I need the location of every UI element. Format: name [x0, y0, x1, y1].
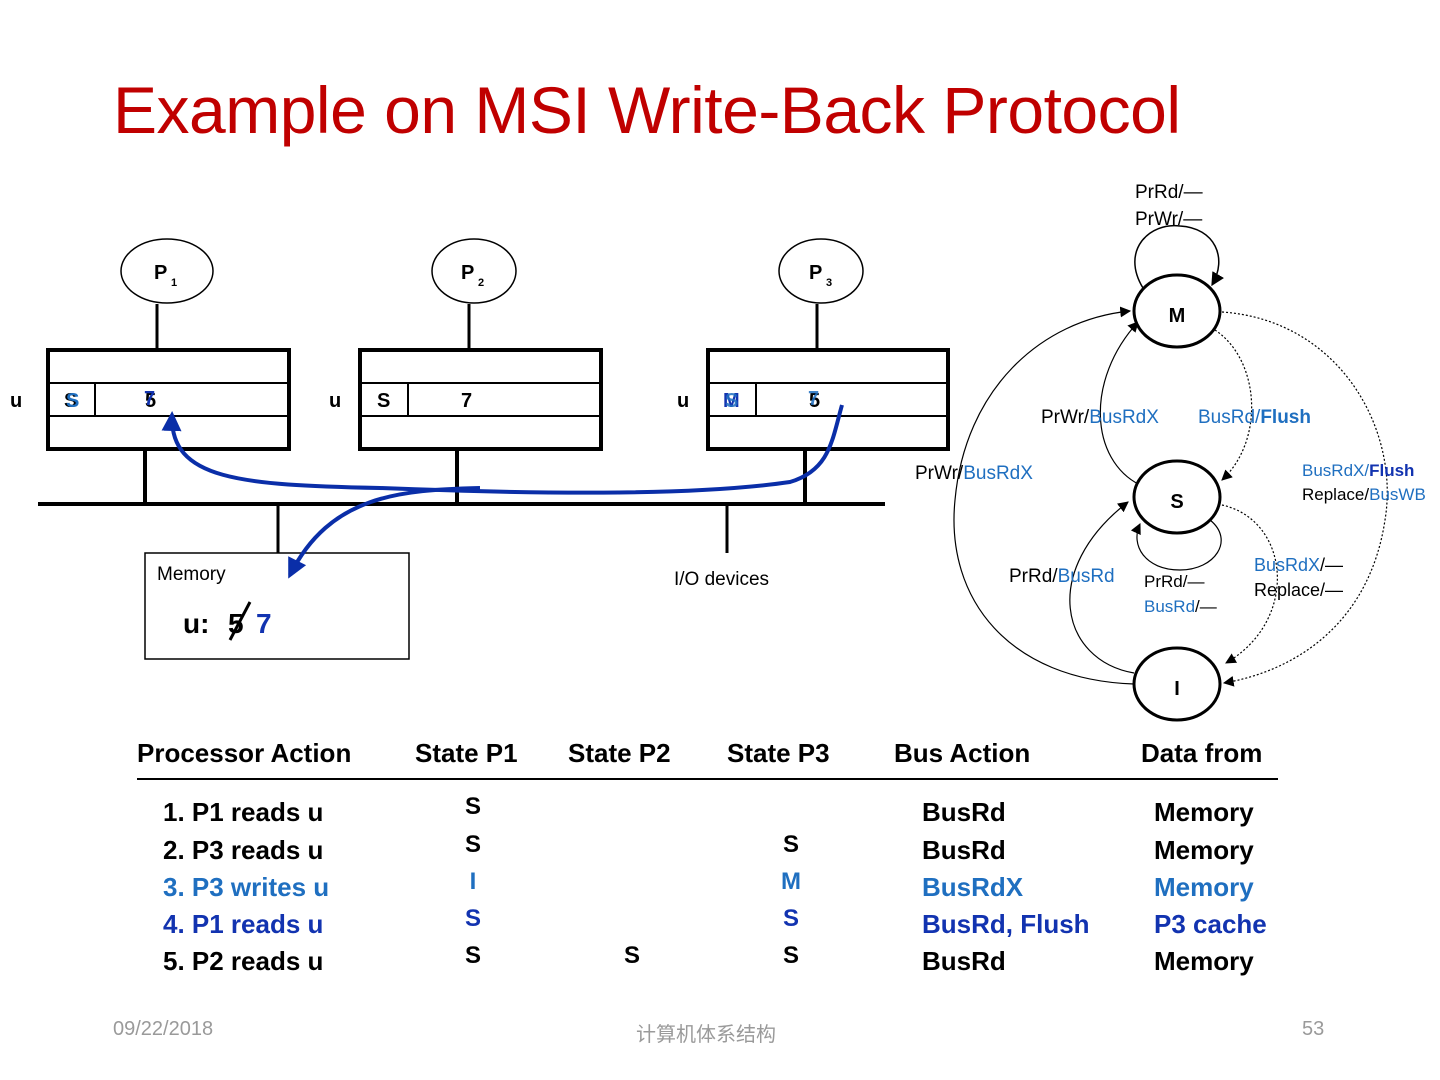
- cache-value: 7: [461, 390, 472, 412]
- cache-value-old: 5: [809, 390, 820, 412]
- cell-state-p3: S: [782, 905, 800, 932]
- footer-date: 09/22/2018: [113, 1018, 214, 1040]
- cache-state: S: [377, 390, 390, 412]
- m-to-i-label-1: BusRdX/Flush: [1302, 461, 1414, 480]
- footer-course: 计算机体系结构: [636, 1024, 776, 1046]
- processor-p1: P 1: [120, 238, 214, 350]
- processor-subscript: 2: [478, 277, 484, 289]
- state-s-node: [1132, 459, 1222, 535]
- cell-state-p1: S: [464, 905, 482, 932]
- cell-bus-action: BusRd: [922, 835, 1006, 865]
- memory-label: Memory: [157, 564, 226, 585]
- cache-state-old: S: [64, 390, 77, 412]
- memory-new-value: 7: [256, 608, 272, 639]
- flush-arrow-to-p1: [161, 404, 844, 495]
- processor-name: P: [154, 262, 167, 284]
- s-to-i-label-2: Replace/—: [1254, 580, 1343, 600]
- table-header-state-p3: State P3: [727, 738, 830, 768]
- cache-row-label: u: [10, 390, 22, 412]
- cell-bus-action: BusRd, Flush: [922, 909, 1090, 939]
- cell-action: 2. P3 reads u: [163, 835, 324, 865]
- memory-box: Memory u: 5 7: [144, 552, 410, 660]
- table-header-data-from: Data from: [1141, 738, 1263, 768]
- i-to-m-label: PrWr/BusRdX: [915, 463, 1033, 484]
- cell-action: 3. P3 writes u: [163, 872, 330, 902]
- processor-p2: P 2: [431, 238, 517, 350]
- flush-arrow-to-memory: [288, 486, 481, 579]
- cache-value-new: 7: [144, 388, 155, 410]
- state-m-node: [1132, 273, 1222, 349]
- cell-action: 1. P1 reads u: [163, 797, 324, 827]
- cache-row-label: u: [677, 390, 689, 412]
- cell-state-p2: S: [623, 942, 641, 969]
- processor-subscript: 1: [171, 277, 177, 289]
- cache-state-new: S: [66, 390, 79, 412]
- msi-state-machine: PrRd/— PrWr/— M S I PrWr/BusRdX BusRd/Fl…: [915, 182, 1426, 722]
- table-header-state-p2: State P2: [568, 738, 671, 768]
- state-i-label: I: [1174, 678, 1180, 700]
- strike-through: [228, 601, 252, 641]
- state-m-label: M: [1169, 305, 1186, 327]
- processor-p3: P 3: [778, 238, 864, 350]
- memory-var: u:: [183, 608, 209, 639]
- cell-state-p3: S: [782, 942, 800, 969]
- cell-data-from: Memory: [1154, 797, 1254, 827]
- processor-circle: [120, 238, 214, 304]
- m-to-i-label-2: Replace/BusWB: [1302, 485, 1426, 504]
- cell-bus-action: BusRd: [922, 946, 1006, 976]
- i-to-s-label: PrRd/BusRd: [1009, 566, 1115, 587]
- s-self-label-2: BusRd/—: [1144, 597, 1217, 616]
- cell-data-from: Memory: [1154, 835, 1254, 865]
- cell-data-from: Memory: [1154, 872, 1254, 902]
- cell-state-p3: M: [781, 868, 801, 895]
- cache-p1: u S S 5 7: [10, 348, 291, 503]
- io-devices-label: I/O devices: [674, 569, 769, 590]
- m-self-label-2: PrWr/—: [1135, 209, 1202, 230]
- cell-bus-action: BusRdX: [922, 872, 1024, 902]
- cell-state-p1: S: [464, 942, 482, 969]
- state-i-node: [1132, 646, 1222, 722]
- cell-state-p1: S: [464, 831, 482, 858]
- cache-p2: u S 7: [329, 348, 603, 503]
- cell-state-p3: S: [782, 831, 800, 858]
- slide-title: Example on MSI Write-Back Protocol: [113, 73, 1181, 147]
- cell-action: 5. P2 reads u: [163, 946, 324, 976]
- processor-circle: [778, 238, 864, 304]
- footer-page-number: 53: [1302, 1018, 1325, 1040]
- processor-circle: [431, 238, 517, 304]
- table-header-action: Processor Action: [137, 738, 352, 768]
- cell-data-from: Memory: [1154, 946, 1254, 976]
- processor-name: P: [809, 262, 822, 284]
- cell-action: 4. P1 reads u: [163, 909, 324, 939]
- processor-name: P: [461, 262, 474, 284]
- s-self-label-1: PrRd/—: [1144, 572, 1204, 591]
- cell-bus-action: BusRd: [922, 797, 1006, 827]
- cell-state-p1: S: [464, 793, 482, 820]
- table-header-bus-action: Bus Action: [894, 738, 1031, 768]
- m-to-s-label: BusRd/Flush: [1198, 407, 1311, 428]
- cell-state-p1: I: [469, 868, 477, 895]
- table-header-state-p1: State P1: [415, 738, 518, 768]
- cache-value-old: 5: [145, 390, 156, 412]
- cache-p3: u M S 5 7: [677, 348, 950, 503]
- cache-row-label: u: [329, 390, 341, 412]
- cache-state-new: S: [725, 390, 738, 412]
- memory-old-value: 5: [228, 608, 244, 639]
- cache-state-old: M: [723, 390, 740, 412]
- m-self-label-1: PrRd/—: [1135, 182, 1203, 203]
- processor-subscript: 3: [826, 277, 832, 289]
- state-s-label: S: [1170, 491, 1183, 513]
- cell-data-from: P3 cache: [1154, 909, 1267, 939]
- s-to-i-label-1: BusRdX/—: [1254, 555, 1343, 575]
- cache-value-new: 7: [808, 388, 819, 410]
- s-to-m-label: PrWr/BusRdX: [1041, 407, 1159, 428]
